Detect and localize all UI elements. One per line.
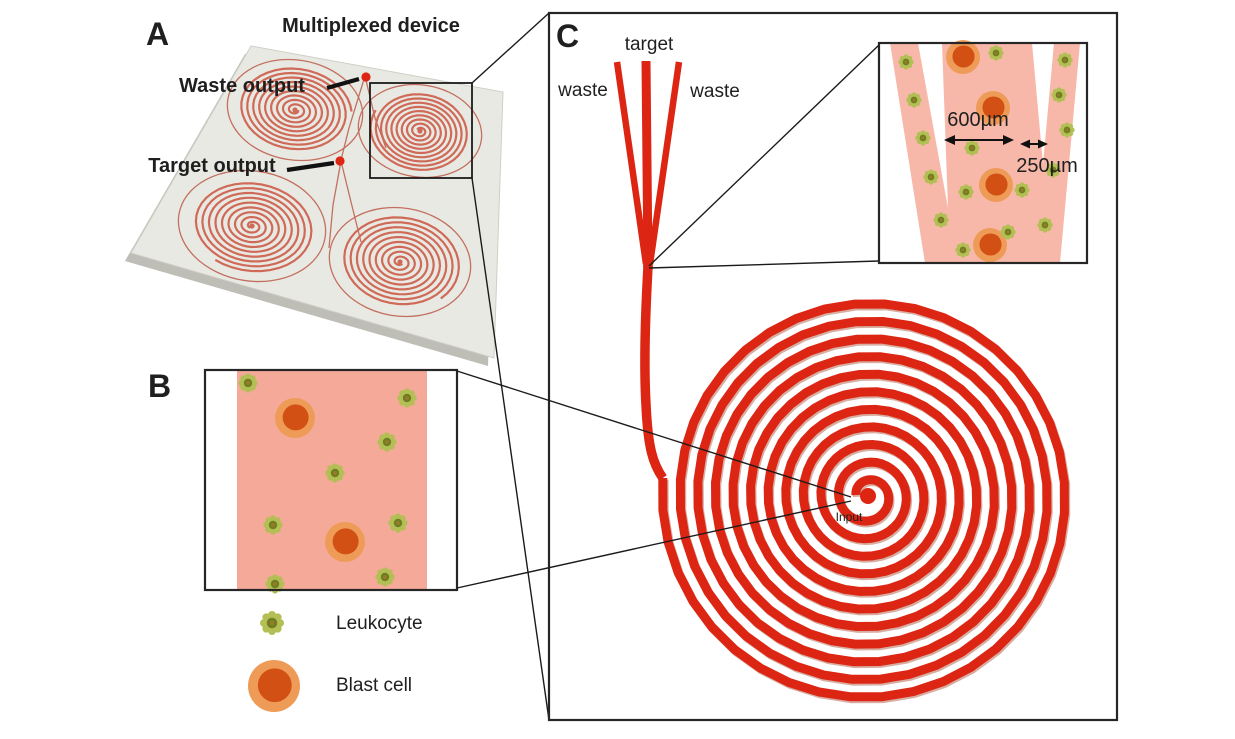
zoom-line-b-bottom	[456, 500, 852, 589]
panel-a: A Multiplexed device Waste output Target…	[125, 12, 550, 721]
leukocyte-icon	[375, 567, 395, 587]
leukocyte-icon	[906, 92, 922, 108]
outlet-waste-right-label: waste	[689, 81, 740, 102]
blast-cell-icon	[248, 660, 300, 712]
leukocyte-icon	[988, 45, 1004, 61]
panel-b: Leukocyte Blast cell B	[148, 368, 459, 712]
panel-b-letter: B	[148, 368, 171, 404]
panel-c: Input 600µm 250µm C	[456, 11, 1119, 722]
leukocyte-icon	[1057, 52, 1073, 68]
waste-output-pointer	[326, 76, 360, 91]
blast-cell-icon	[979, 168, 1013, 202]
spiral-outlet-channel	[640, 266, 667, 481]
leukocyte-icon	[964, 140, 980, 156]
inset-target-channel	[942, 43, 1052, 263]
leukocyte-icon	[1000, 224, 1016, 240]
leukocyte-icon	[238, 373, 258, 393]
panel-c-letter: C	[556, 18, 579, 54]
panel-b-box	[203, 368, 459, 592]
panel-c-box	[547, 11, 1119, 722]
waste-output-port	[361, 72, 371, 82]
spiral-channel	[658, 299, 1069, 702]
leukocyte-icon	[325, 463, 345, 483]
target-channel	[641, 60, 653, 269]
dimension-600: 600µm	[944, 109, 1014, 145]
blast-cell-icon	[275, 398, 315, 438]
dim-250-label: 250µm	[1016, 155, 1078, 177]
leukocyte-icon	[1014, 182, 1030, 198]
chip-spirals	[194, 67, 468, 306]
zoom-line-b-top	[456, 370, 852, 498]
leukocyte-icon	[898, 54, 914, 70]
leukocyte-label: Leukocyte	[336, 613, 423, 634]
trifurcation	[613, 60, 683, 271]
chip-channel-outlines	[177, 58, 483, 318]
zoom-line-junction-top	[648, 44, 880, 267]
leukocyte-icon	[923, 169, 939, 185]
target-output-pointer	[286, 160, 335, 173]
waste-channel-right	[646, 61, 683, 265]
blast-cell-icon	[325, 522, 365, 562]
leukocyte-icon	[263, 515, 283, 535]
dim-600-label: 600µm	[947, 109, 1009, 131]
inset-box	[877, 41, 1089, 265]
leukocyte-icon	[388, 513, 408, 533]
waste-channel-left	[613, 61, 650, 265]
panel-a-callout-box	[369, 82, 473, 179]
leukocyte-icon	[955, 242, 971, 258]
leukocyte-icon	[915, 130, 931, 146]
inset-waste-channel-right	[1034, 43, 1080, 263]
zoom-line-a-top	[471, 12, 550, 84]
leukocyte-icon	[377, 432, 397, 452]
blast-cell-label: Blast cell	[336, 675, 412, 696]
outlet-waste-left-label: waste	[557, 80, 608, 101]
spiral-input-port	[860, 488, 876, 504]
input-label: Input	[836, 510, 863, 524]
blast-cell-icon	[946, 40, 980, 74]
leukocyte-icon	[1051, 87, 1067, 103]
panel-a-letter: A	[146, 16, 169, 52]
dimension-250: 250µm	[1016, 139, 1078, 177]
zoom-line-junction-bottom	[648, 260, 880, 269]
target-output-label: Target output	[148, 155, 276, 177]
leukocyte-icon	[397, 388, 417, 408]
panel-a-title: Multiplexed device	[282, 15, 460, 37]
target-output-port	[335, 156, 345, 166]
leukocyte-icon	[1059, 122, 1075, 138]
leukocyte-icon	[933, 212, 949, 228]
leukocyte-icon	[260, 611, 284, 635]
zoom-line-a-bottom	[471, 177, 550, 721]
leukocyte-icon	[958, 184, 974, 200]
leukocyte-icon	[1037, 217, 1053, 233]
waste-output-label: Waste output	[179, 75, 305, 97]
junction-inset: 600µm 250µm	[877, 40, 1089, 265]
outlet-target-label: target	[625, 34, 674, 55]
inset-waste-channel-left	[890, 43, 958, 263]
